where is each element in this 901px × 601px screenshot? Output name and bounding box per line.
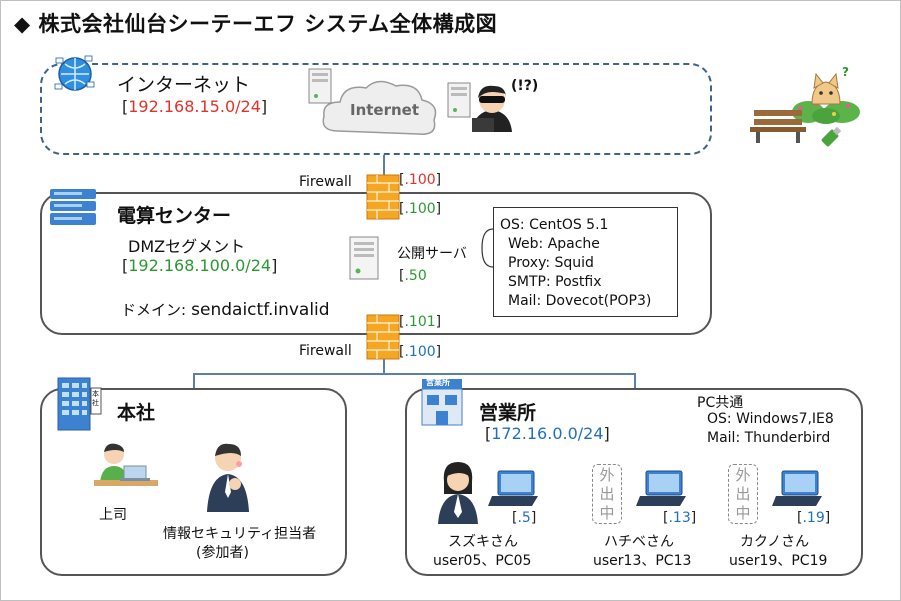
page-title: ◆ 株式会社仙台シーテーエフ システム全体構成図	[14, 12, 498, 36]
suzuki-ip: [.5]	[512, 510, 537, 526]
internet-subnet: [192.168.15.0/24]	[122, 97, 268, 116]
public-server-icon	[349, 236, 379, 280]
eigyosho-building-icon	[421, 379, 463, 426]
public-server-ip: [.50	[399, 268, 427, 284]
hachibe-away-text: 外出中	[599, 466, 615, 522]
kakuno-laptop-icon	[772, 470, 822, 506]
firewall-bottom-inner-ip: [.100]	[399, 344, 442, 360]
hachibe-away-sign: 外出中	[592, 464, 622, 524]
public-server-label: 公開サーバ	[397, 246, 467, 262]
boss-label: 上司	[99, 507, 127, 523]
pc-common-os: OS: Windows7,IE8	[707, 411, 834, 427]
pc-common-title: PC共通	[697, 395, 744, 411]
cloud-label: Internet	[350, 101, 420, 119]
usb-stick-icon	[821, 126, 842, 147]
domain-value: sendaictf.invalid	[191, 300, 330, 320]
firewall-bottom-icon	[366, 314, 400, 360]
honsha-building-icon	[57, 377, 102, 431]
web-server-icon	[308, 68, 332, 104]
hachibe-laptop-icon	[636, 470, 686, 506]
hachibe-ip: [.13]	[663, 510, 697, 526]
link-internet-firewall	[383, 155, 385, 192]
dmz-subnet: [192.168.100.0/24]	[122, 256, 278, 275]
lan-backbone	[193, 373, 636, 375]
server-info-box: OS: CentOS 5.1 Web: Apache Proxy: Squid …	[493, 207, 678, 317]
server-smtp: SMTP: Postfix	[508, 274, 602, 290]
pc-common-mail: Mail: Thunderbird	[707, 430, 831, 446]
domain-row: ドメイン: sendaictf.invalid	[121, 299, 330, 320]
server-callout-bracket	[481, 228, 494, 268]
suzuki-person-illustration	[438, 462, 478, 524]
eigyosho-label: 営業所	[479, 402, 537, 424]
attacker-server-icon	[447, 82, 471, 118]
datacenter-building-icon	[50, 189, 96, 225]
datacenter-label: 電算センター	[117, 205, 232, 227]
security-officer-label: 情報セキュリティ担当者	[163, 526, 317, 542]
internet-label: インターネット	[117, 74, 251, 96]
attacker-label: (!?)	[511, 78, 539, 94]
security-officer-sub: (参加者)	[196, 545, 249, 561]
internet-cloud-icon	[322, 80, 437, 135]
kakuno-name: カクノさん	[740, 534, 810, 550]
link-eigyosho	[634, 373, 636, 388]
firewall-top-label: Firewall	[299, 174, 352, 190]
link-honsha	[193, 373, 195, 388]
server-proxy: Proxy: Squid	[508, 255, 594, 271]
boss-at-desk-illustration	[94, 443, 158, 486]
server-os: OS: CentOS 5.1	[500, 217, 609, 233]
kakuno-away-sign: 外出中	[728, 464, 758, 524]
internet-zone	[40, 63, 712, 155]
honsha-building-sign: 本社	[92, 390, 99, 407]
security-officer-illustration	[207, 443, 249, 512]
kakuno-ip: [.19]	[797, 510, 831, 526]
suzuki-laptop-icon	[488, 470, 538, 506]
firewall-top-icon	[366, 174, 400, 220]
suzuki-name: スズキさん	[448, 534, 518, 550]
server-mail: Mail: Dovecot(POP3)	[508, 293, 652, 309]
kakuno-away-text: 外出中	[735, 466, 751, 522]
eigyosho-subnet: [172.16.0.0/24]	[485, 424, 610, 443]
honsha-zone	[40, 388, 347, 576]
eigyosho-building-sign: 営業所	[426, 378, 450, 387]
bench-illustration	[750, 110, 806, 143]
svg-text:?: ?	[842, 65, 849, 79]
firewall-bottom-label: Firewall	[299, 343, 352, 359]
hachibe-name: ハチベさん	[604, 534, 674, 550]
hacker-icon	[472, 85, 512, 132]
server-web: Web: Apache	[508, 236, 600, 252]
domain-label: ドメイン:	[121, 301, 187, 319]
globe-icon	[54, 55, 95, 91]
dmz-segment-label: DMZセグメント	[128, 237, 246, 256]
kakuno-account: user19、PC19	[729, 553, 828, 569]
firewall-top-outer-ip: [.100]	[399, 172, 442, 188]
firewall-bottom-outer-ip: [.101]	[399, 314, 442, 330]
honsha-label: 本社	[117, 402, 156, 424]
hachibe-account: user13、PC13	[593, 553, 692, 569]
cat-in-bushes-illustration: ?	[792, 65, 860, 124]
firewall-top-inner-ip: [.100]	[399, 201, 442, 217]
suzuki-account: user05、PC05	[433, 553, 532, 569]
